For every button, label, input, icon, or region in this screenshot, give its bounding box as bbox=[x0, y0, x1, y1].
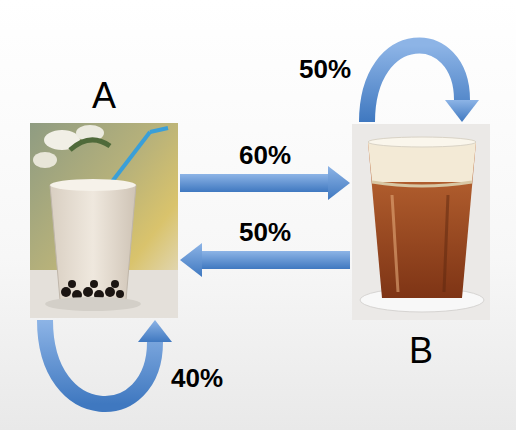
arrow-shaft bbox=[202, 251, 350, 269]
transition-arrow bbox=[180, 243, 350, 277]
arrow-head bbox=[328, 166, 350, 200]
node-heading: A bbox=[92, 75, 116, 117]
transition-arrow bbox=[45, 320, 172, 404]
node-heading: B bbox=[409, 330, 433, 372]
probability-label: 40% bbox=[171, 363, 223, 393]
arrow-head bbox=[445, 100, 479, 122]
arrow-head bbox=[180, 243, 202, 277]
node-letter: A bbox=[92, 75, 116, 116]
probability-label: 60% bbox=[239, 140, 291, 170]
transition-arrow bbox=[367, 45, 479, 122]
arrow-shaft bbox=[180, 174, 328, 192]
photo-node: B bbox=[352, 124, 490, 320]
photo-node: A bbox=[30, 123, 178, 318]
arrow-shaft bbox=[45, 320, 155, 404]
cream-tea-photo bbox=[352, 124, 490, 320]
probability-label: 50% bbox=[299, 54, 351, 84]
probability-label: 50% bbox=[239, 217, 291, 247]
arrow-head bbox=[138, 320, 172, 342]
milk-tea-photo bbox=[30, 123, 178, 318]
node-letter: B bbox=[409, 330, 433, 371]
transition-arrow bbox=[180, 166, 350, 200]
arrow-shaft bbox=[367, 45, 462, 122]
